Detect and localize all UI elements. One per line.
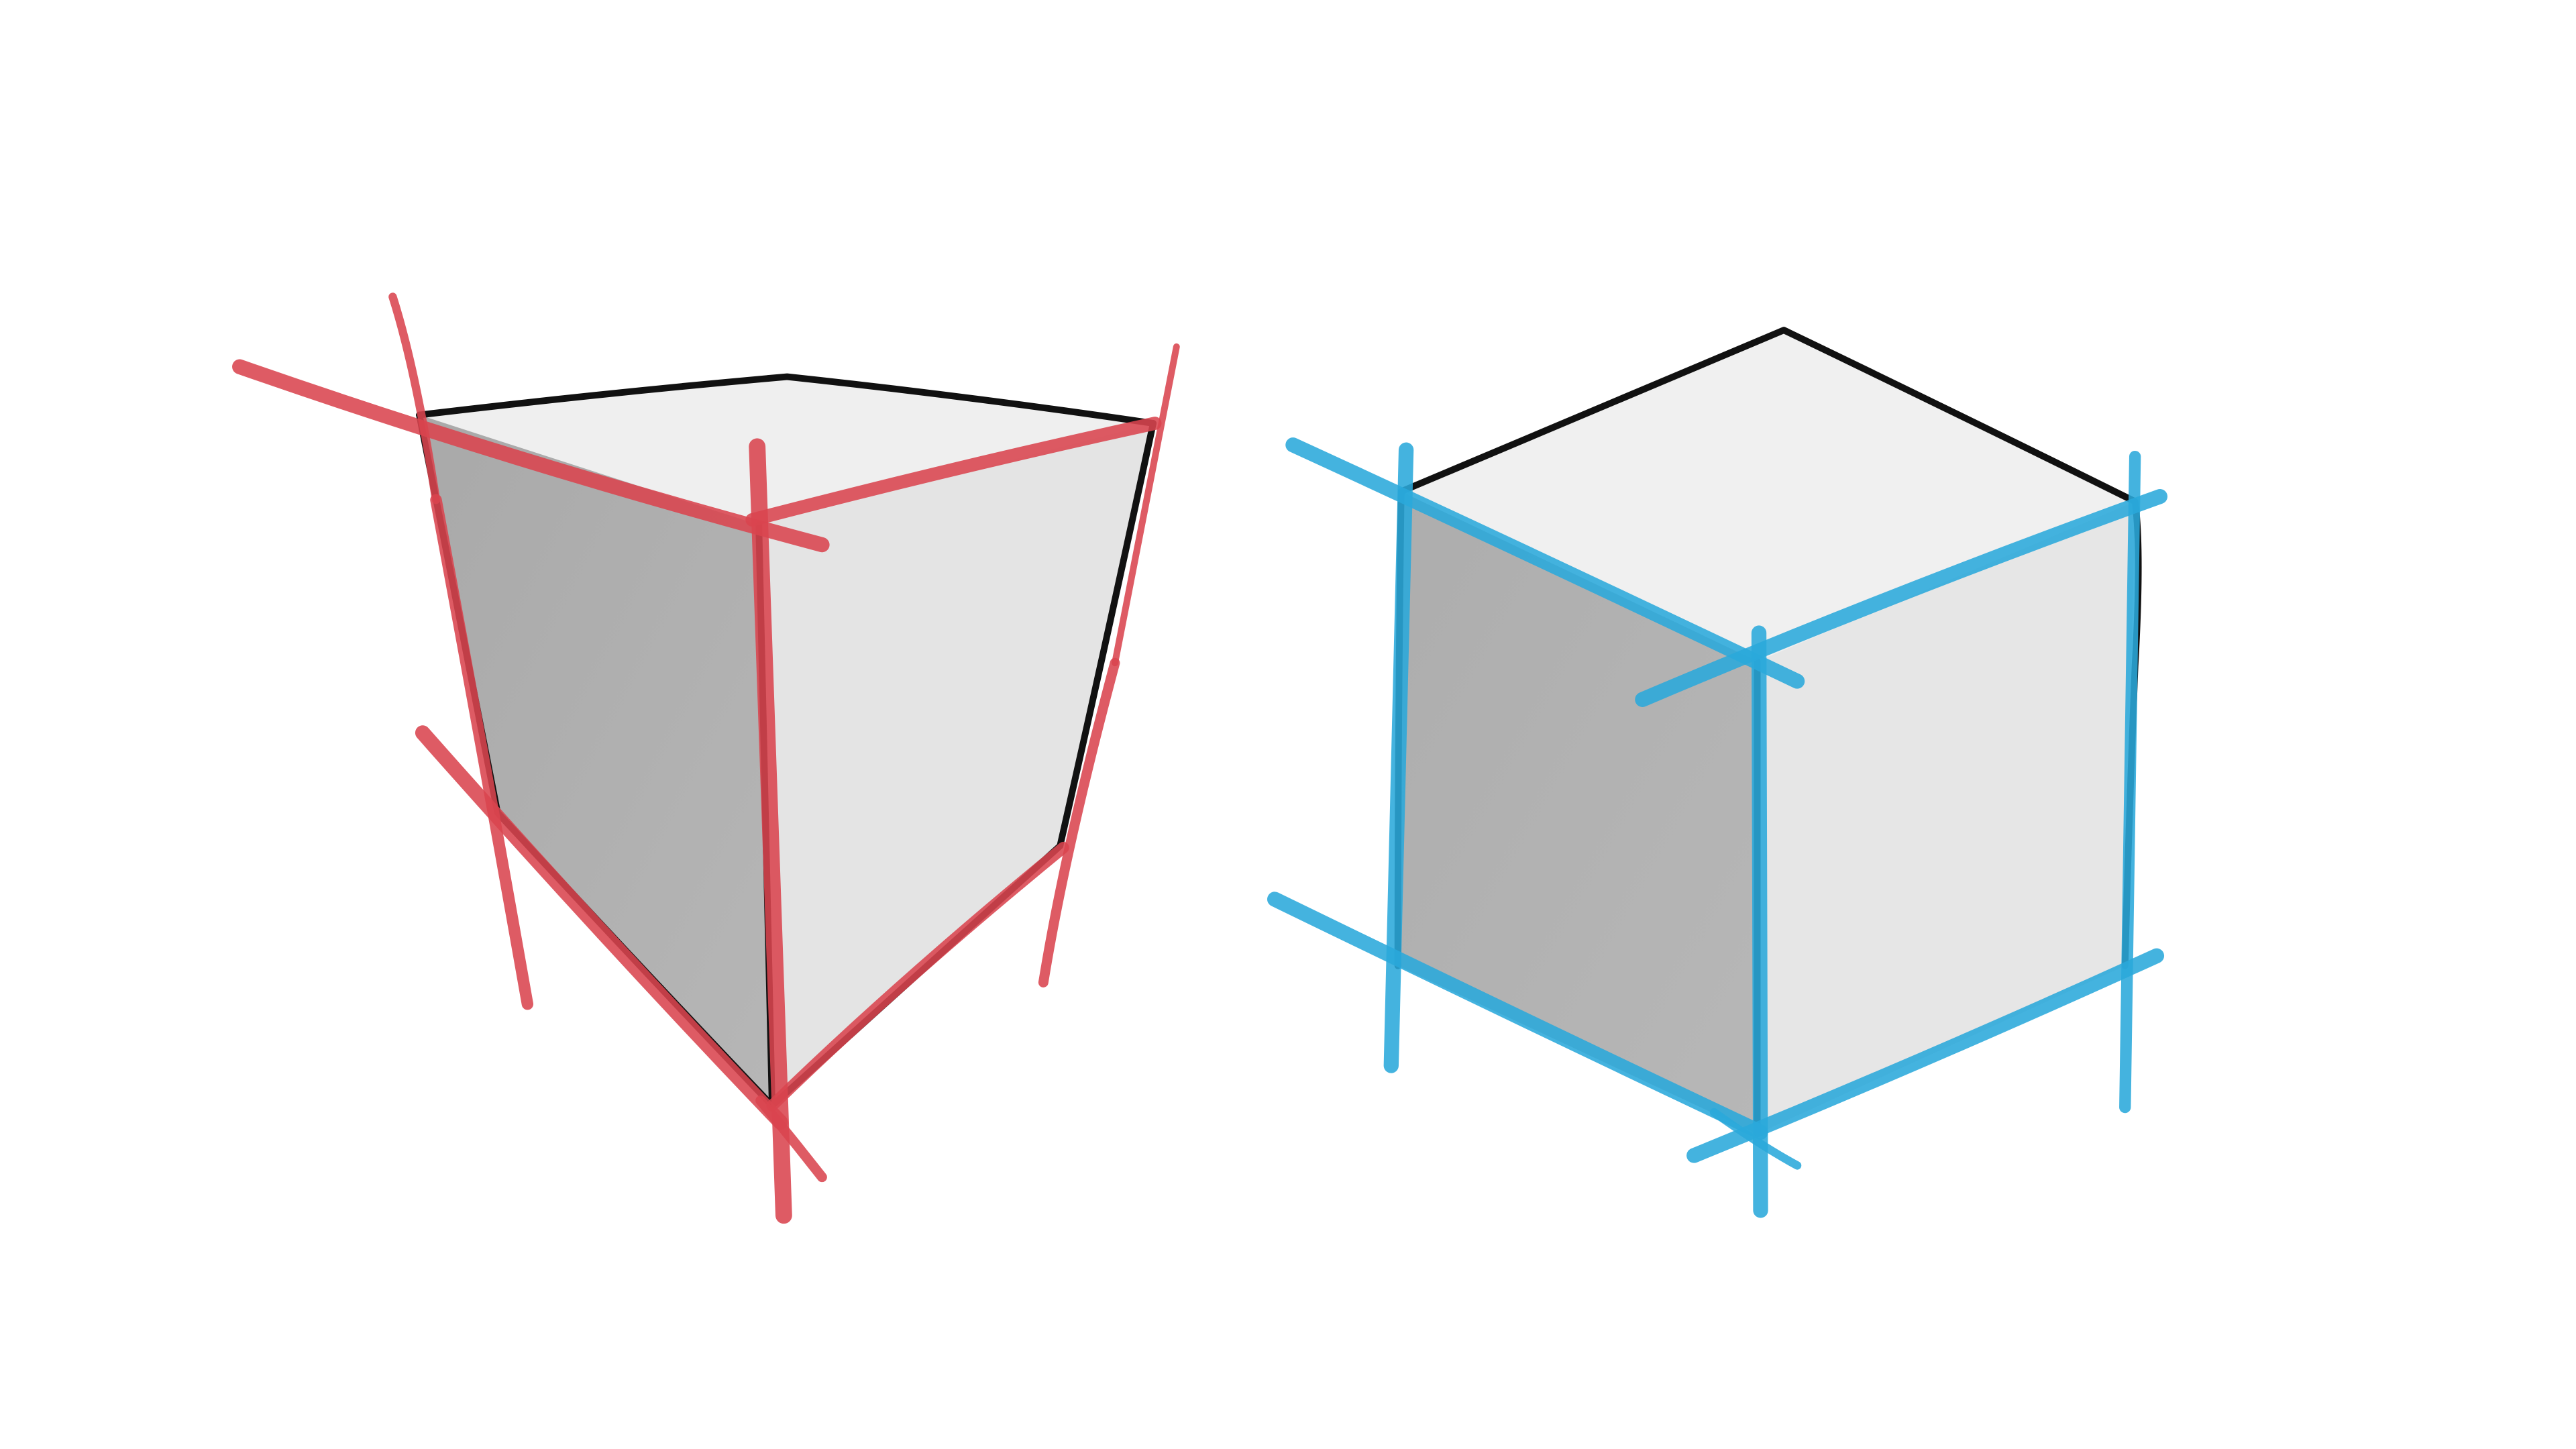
right-cube-right-face (1757, 501, 2135, 1134)
left-cube-top-face (419, 376, 1154, 525)
left-cube-right-face (759, 423, 1154, 1106)
right-cube-left-face (1397, 491, 1758, 1134)
right-cube (1267, 327, 2168, 1218)
left-cube-left-face (419, 415, 773, 1106)
left-cube (232, 292, 1180, 1224)
right-cube-guides (1267, 437, 2168, 1218)
left-cube-guides (232, 292, 1180, 1224)
